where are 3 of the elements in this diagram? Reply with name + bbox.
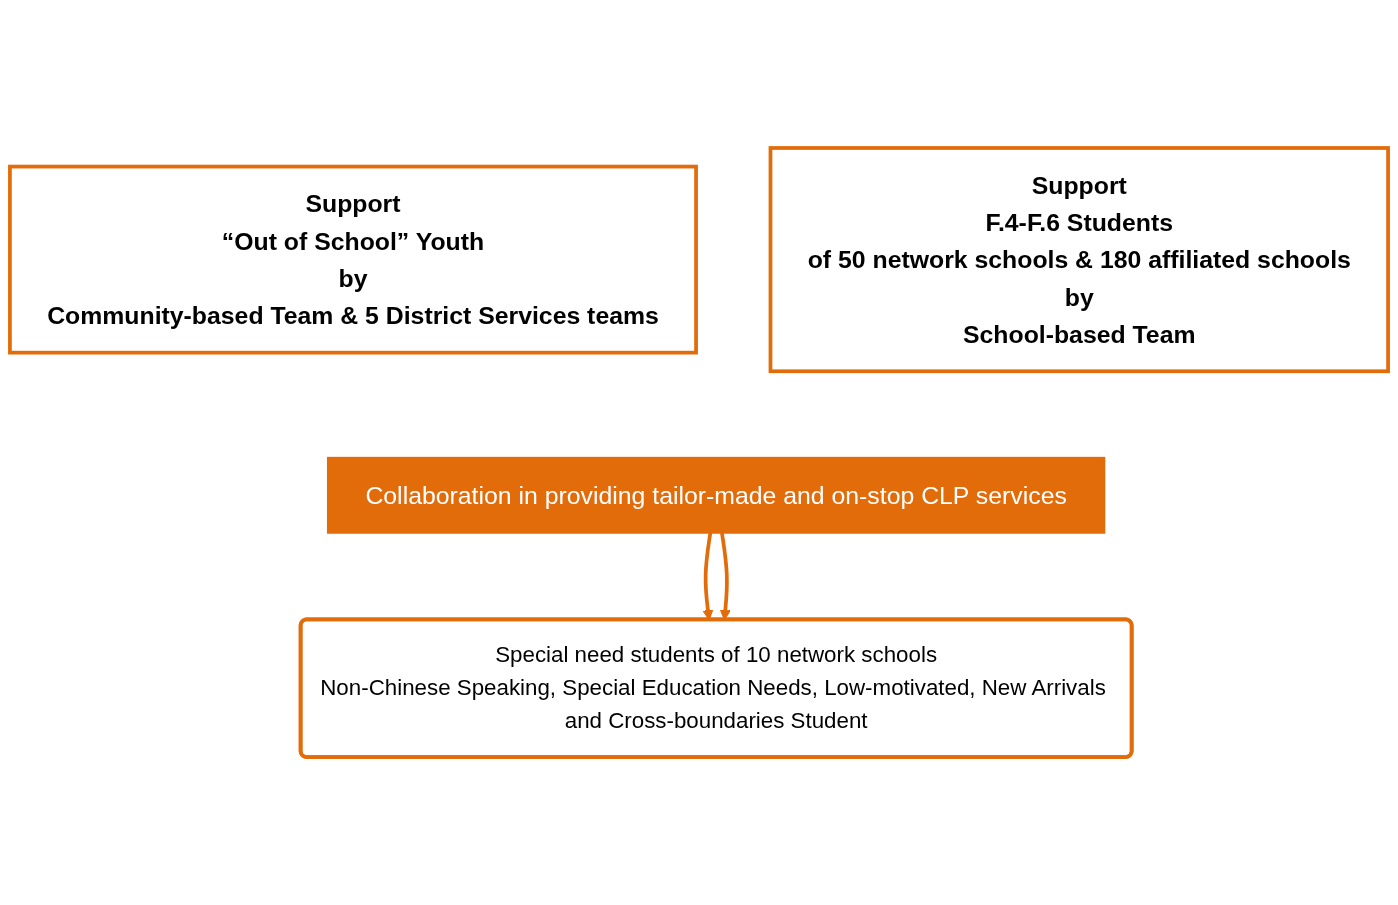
- node-box: Collaboration in providing tailor-made and on-stop CLP services: [326, 456, 1106, 534]
- node-box: Support “Out of School” Youth by Community-based Team & 5 District Services teams: [8, 164, 698, 355]
- node-box: Support F.4-F.6 Students of 50 network schools & 180 affiliated schools by School-based Team: [768, 146, 1390, 374]
